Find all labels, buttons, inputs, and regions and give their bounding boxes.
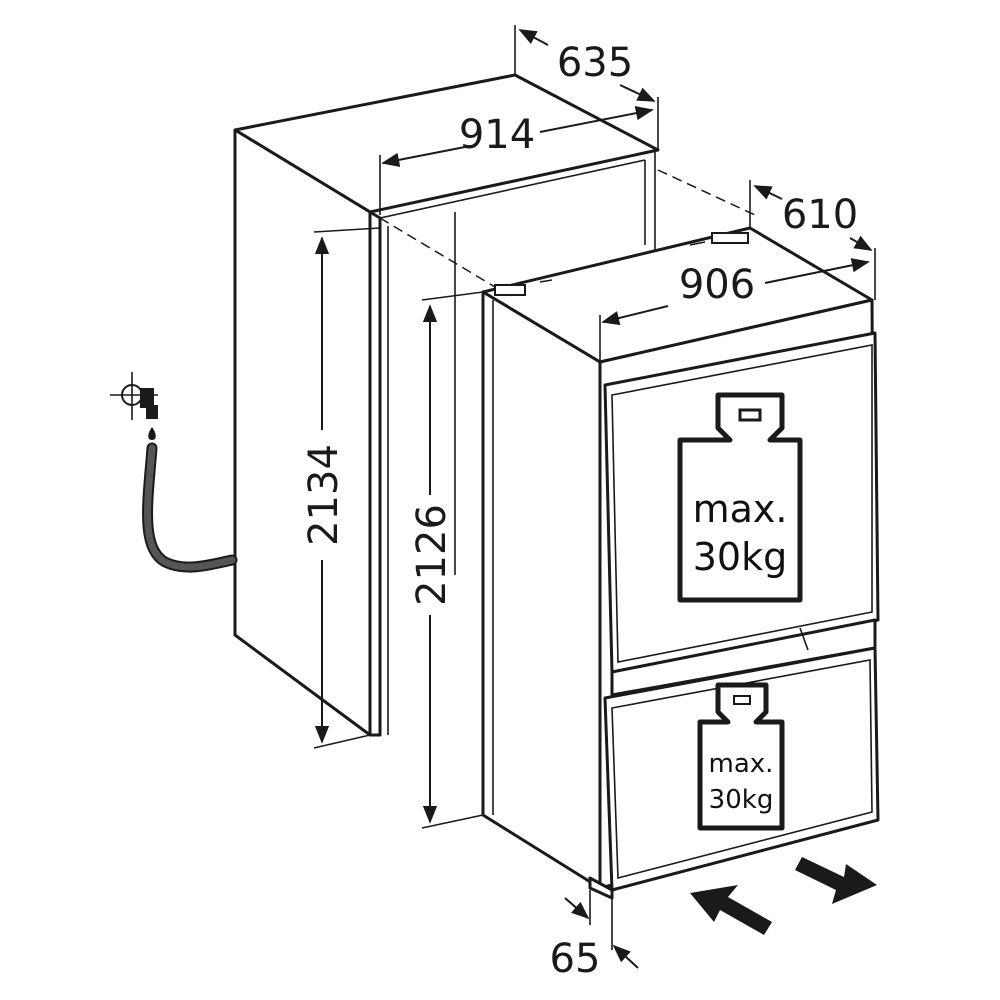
appliance-height-label: 2126 [409, 504, 455, 606]
dimension-niche-height: 2134 [301, 227, 381, 749]
upper-weight-line1: max. [693, 487, 788, 531]
plinth-offset-label: 65 [550, 936, 601, 982]
dimension-appliance-width: 906 [599, 258, 870, 362]
niche-depth-label: 635 [557, 40, 633, 86]
dimension-appliance-depth: 610 [749, 180, 876, 300]
lower-weight-line2: 30kg [709, 785, 774, 815]
appliance-depth-label: 610 [782, 192, 858, 238]
water-tap-icon [110, 372, 158, 440]
weight-icon-lower: max. 30kg [697, 682, 785, 831]
lower-weight-line1: max. [709, 749, 774, 779]
dimension-appliance-height: 2126 [409, 291, 484, 829]
weight-icon-upper: max. 30kg [677, 392, 803, 603]
upper-weight-line2: 30kg [693, 535, 787, 579]
dimension-niche-width: 914 [379, 106, 654, 215]
dimension-niche-depth: 635 [514, 25, 659, 150]
dimension-plinth-offset: 65 [550, 890, 639, 982]
niche-height-label: 2134 [301, 444, 347, 546]
niche-cabinet [233, 73, 756, 737]
niche-width-label: 914 [459, 112, 535, 158]
water-hose [142, 442, 238, 573]
appliance-width-label: 906 [679, 262, 755, 308]
push-arrow-icon [690, 885, 772, 935]
pull-arrow-icon [795, 857, 877, 904]
